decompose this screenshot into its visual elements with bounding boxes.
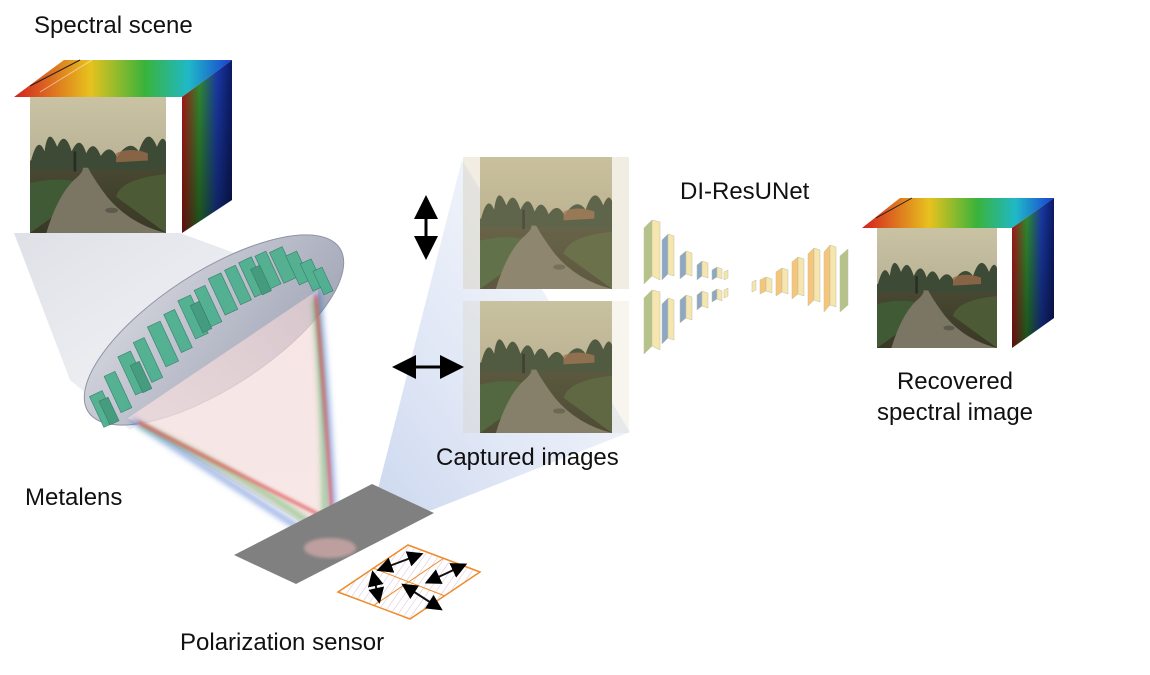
recovered-label-line1: Recovered <box>896 368 1014 395</box>
recovered-label-line2: spectral image <box>876 399 1034 426</box>
polarization-sensor-label: Polarization sensor <box>180 629 385 656</box>
captured-image-bottom <box>463 301 629 433</box>
polarizer-arrow-icon <box>367 551 468 611</box>
captured-image-top <box>463 157 629 289</box>
captured-images-label: Captured images <box>436 444 619 471</box>
encoder-branch-top <box>643 219 729 285</box>
polarization-sensor <box>234 484 482 620</box>
metalens <box>83 234 345 428</box>
recovered-spectral-cube <box>862 197 1054 348</box>
network-label: DI-ResUNet <box>680 178 810 205</box>
network-diagram <box>643 219 849 355</box>
metalens-label: Metalens <box>25 484 123 511</box>
spectral-scene-label: Spectral scene <box>34 12 193 39</box>
spectral-scene-cube <box>14 59 232 233</box>
metalens-pillars <box>89 246 334 428</box>
polarization-pixel-array <box>336 544 482 620</box>
encoder-branch-bottom <box>643 287 729 355</box>
decoder-branch <box>751 244 849 313</box>
